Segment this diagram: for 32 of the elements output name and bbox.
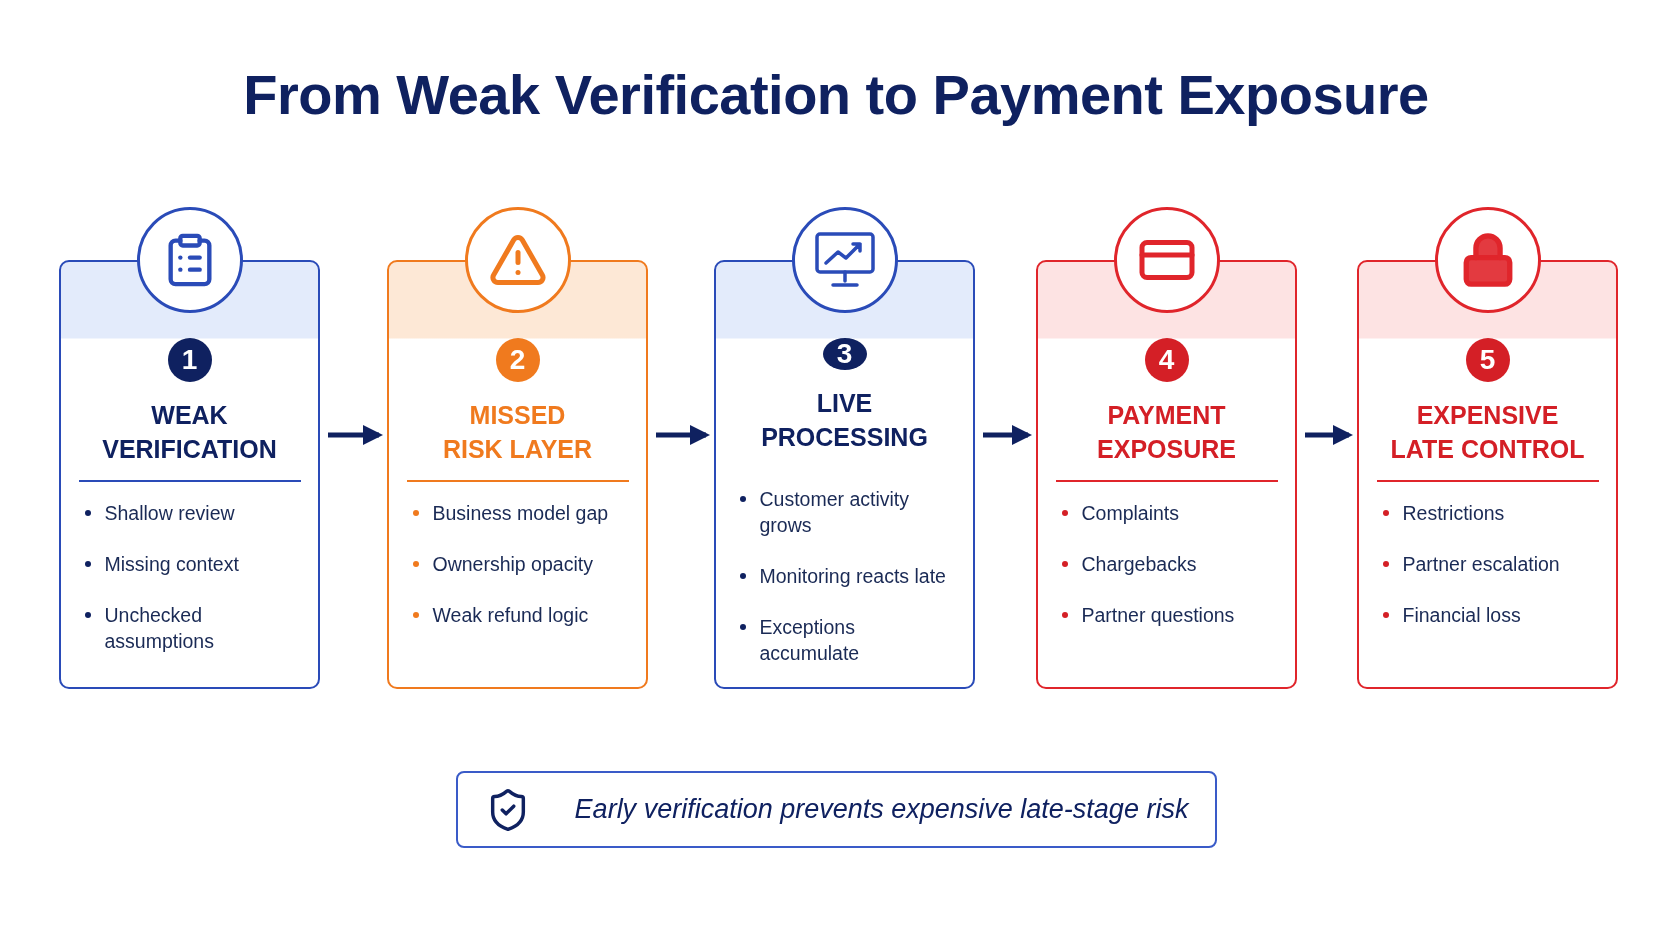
bullet-item: Chargebacks [1055, 551, 1278, 577]
bullet-item: Ownership opacity [406, 551, 629, 577]
card-title: MISSED RISK LAYER [441, 400, 594, 465]
bullet-item: Exceptions accumulate [733, 614, 956, 666]
step-number: 5 [1465, 338, 1510, 382]
bullet-item: Complaints [1055, 500, 1278, 526]
bullet-item: Partner questions [1055, 602, 1278, 628]
arrow [1305, 425, 1353, 445]
note-box [456, 771, 1217, 848]
bullet-item: Monitoring reacts late [733, 563, 956, 589]
note-text: Early verification prevents expensive late-stage risk [574, 794, 1189, 825]
arrow [656, 425, 710, 445]
bullet-item: Partner escalation [1376, 551, 1599, 577]
arrow [983, 425, 1032, 445]
bullet-item: Customer activity grows [733, 486, 956, 538]
step-number: 2 [495, 338, 540, 382]
card-title: PAYMENT EXPOSURE [1096, 400, 1237, 465]
bullet-item: Business model gap [406, 500, 629, 526]
arrow [328, 425, 383, 445]
card-title: EXPENSIVE LATE CONTROL [1389, 400, 1586, 465]
card-title: WEAK VERIFICATION [101, 400, 278, 465]
bullet-item: Missing context [78, 551, 301, 577]
bullet-item: Unchecked assumptions [78, 602, 301, 654]
diagram-title: From Weak Verification to Payment Exposure [242, 62, 1430, 127]
bullet-item: Weak refund logic [406, 602, 629, 628]
card-title: LIVE PROCESSING [760, 388, 929, 453]
bullet-item: Financial loss [1376, 602, 1599, 628]
step-number: 4 [1144, 338, 1189, 382]
bullet-item: Restrictions [1376, 500, 1599, 526]
step-number: 1 [167, 338, 212, 382]
bullet-item: Shallow review [78, 500, 301, 526]
step-number: 3 [822, 338, 867, 370]
